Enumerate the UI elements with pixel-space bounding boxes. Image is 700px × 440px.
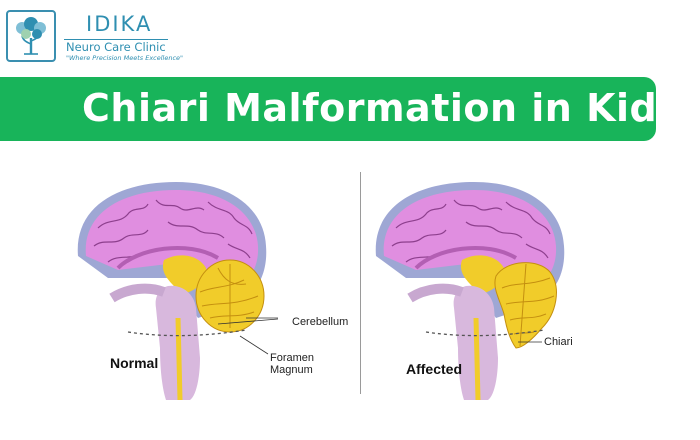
- brand-tagline: "Where Precision Meets Excellence": [66, 54, 184, 62]
- affected-brain-diagram: [375, 182, 565, 400]
- title-banner: [0, 77, 656, 141]
- spinal-cord: [175, 317, 183, 400]
- midbrain: [162, 255, 207, 294]
- herniated-cerebellum: [494, 262, 557, 349]
- foramen-callout-line: [239, 335, 269, 355]
- panel-divider: [360, 172, 361, 394]
- foramen-label-line2: Magnum: [270, 364, 313, 376]
- brand-subtitle: Neuro Care Clinic: [66, 40, 166, 54]
- normal-panel-label: Normal: [110, 355, 159, 371]
- foramen-label-line1: Foramen: [270, 352, 315, 364]
- page-title: Chiari Malformation in Kids: [82, 86, 681, 130]
- corpus-callosum: [116, 246, 220, 270]
- corpus-callosum: [414, 246, 518, 270]
- foramen-magnum-line: [425, 329, 545, 337]
- affected-panel-label: Affected: [406, 361, 463, 377]
- brand-name: IDIKA: [86, 12, 153, 36]
- cerebellum-label: Cerebellum: [292, 316, 349, 328]
- normal-brain-diagram: [77, 182, 278, 400]
- chiari-label: Chiari: [544, 336, 573, 348]
- midbrain: [460, 255, 505, 294]
- brand-underline: [64, 39, 168, 40]
- clinic-logo: [6, 10, 56, 62]
- brain-tree-logo-icon: [16, 17, 46, 55]
- foramen-magnum-line: [127, 329, 247, 337]
- spinal-cord: [473, 317, 481, 400]
